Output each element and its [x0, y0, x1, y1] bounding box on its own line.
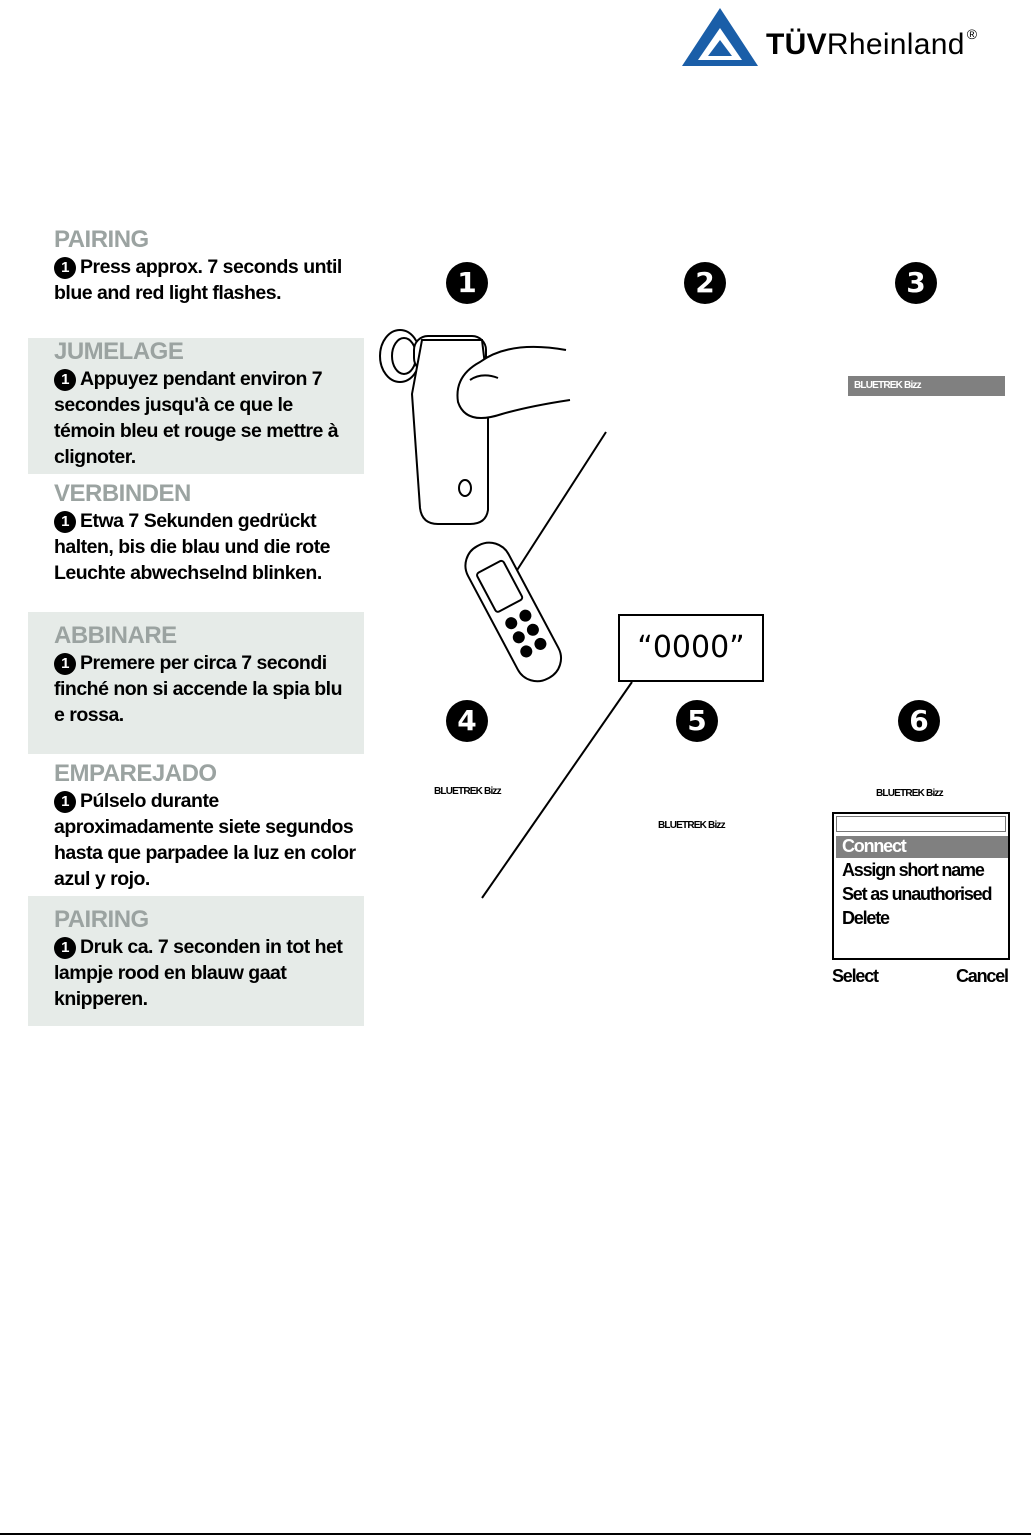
step-3-badge: 3 — [895, 262, 937, 304]
step-number-badge: 1 — [54, 791, 76, 813]
softkey-cancel[interactable]: Cancel — [956, 966, 1009, 986]
step-number-badge: 1 — [54, 511, 76, 533]
device-name: BLUETREK Bizz — [854, 380, 922, 391]
menu-header-bar — [836, 816, 1006, 832]
device-name-step5: BLUETREK Bizz — [658, 820, 726, 831]
device-name-step4: BLUETREK Bizz — [434, 786, 502, 797]
menu-item-delete[interactable]: Delete — [842, 908, 890, 928]
phone-icon — [464, 541, 562, 683]
section-title: EMPAREJADO — [54, 760, 217, 787]
page-bottom-rule — [0, 1533, 1031, 1535]
step-4-badge: 4 — [446, 700, 488, 742]
finger-icon — [456, 345, 571, 419]
softkey-select[interactable]: Select — [832, 966, 879, 986]
tuv-rheinland-logo: TÜVRheinland® — [680, 6, 1020, 70]
logo-text-regular: Rheinland — [826, 28, 965, 61]
menu-item-set-unauthorised[interactable]: Set as unauthorised — [842, 884, 992, 904]
section-title: PAIRING — [54, 906, 149, 933]
code-pointer-line — [481, 681, 633, 899]
step-2-badge: 2 — [684, 262, 726, 304]
menu-item-connect[interactable]: Connect — [842, 836, 907, 856]
menu-selection-highlight — [836, 836, 1008, 858]
pairing-illustration — [379, 329, 607, 683]
section-title: JUMELAGE — [54, 338, 184, 365]
device-name-step6: BLUETREK Bizz — [876, 788, 944, 799]
logo-text-bold: TÜV — [766, 28, 827, 61]
step-1-badge: 1 — [446, 262, 488, 304]
pin-code-box: “0000” — [618, 614, 764, 682]
headset-icon — [379, 329, 489, 525]
menu-item-assign-short-name[interactable]: Assign short name — [842, 860, 985, 880]
connection-line — [511, 431, 607, 579]
section-title: ABBINARE — [54, 622, 177, 649]
step-6-badge: 6 — [898, 700, 940, 742]
section-title: VERBINDEN — [54, 480, 191, 507]
step-5-badge: 5 — [676, 700, 718, 742]
device-list-selected: BLUETREK Bizz — [848, 376, 1005, 396]
step-number-badge: 1 — [54, 653, 76, 675]
section-title: PAIRING — [54, 226, 149, 253]
triangle-logo-icon — [682, 8, 758, 66]
step-number-badge: 1 — [54, 257, 76, 279]
step-number-badge: 1 — [54, 369, 76, 391]
phone-menu-screen: Connect Assign short name Set as unautho… — [832, 812, 1010, 960]
registered-mark: ® — [966, 26, 978, 42]
step-number-badge: 1 — [54, 937, 76, 959]
